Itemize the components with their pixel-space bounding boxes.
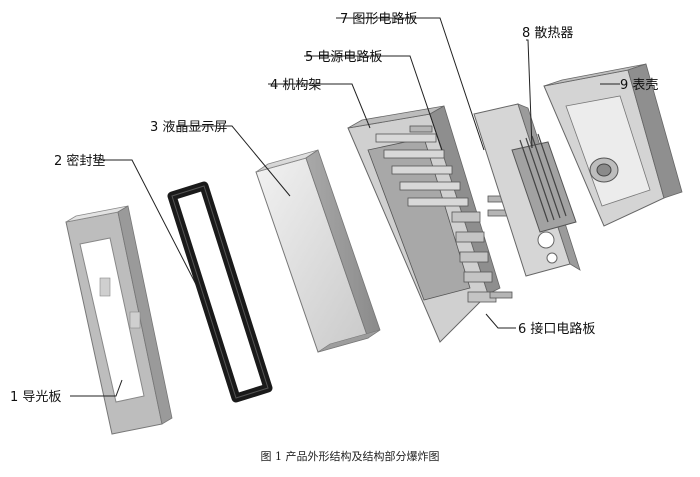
sealing-gasket-part bbox=[167, 181, 273, 403]
light-guide-plate-part bbox=[65, 205, 173, 435]
leader-lines bbox=[70, 17, 620, 397]
label-mounting-frame: 4 机构架 bbox=[270, 78, 321, 93]
label-sealing-gasket: 2 密封垫 bbox=[54, 153, 105, 169]
figure-caption: 图 1 产品外形结构及结构部分爆炸图 bbox=[261, 449, 440, 463]
label-heat-sink: 8 散热器 bbox=[522, 26, 573, 41]
label-outer-case: 9 表壳 bbox=[620, 78, 658, 93]
lcd-screen-part bbox=[255, 149, 381, 353]
mounting-frame-part bbox=[347, 105, 513, 343]
label-power-board: 5 电源电路板 bbox=[305, 49, 382, 65]
label-lcd-screen: 3 液晶显示屏 bbox=[150, 120, 227, 135]
heat-sink-part bbox=[511, 133, 577, 233]
label-light-guide-plate: 1 导光板 bbox=[10, 390, 61, 405]
label-graphics-board: 7 图形电路板 bbox=[340, 11, 417, 27]
part-labels: 1 导光板 2 密封垫 3 液晶显示屏 4 机构架 5 电源电路板 6 接口电路… bbox=[10, 11, 658, 405]
label-interface-board: 6 接口电路板 bbox=[518, 321, 595, 337]
outer-case-part bbox=[543, 63, 683, 227]
